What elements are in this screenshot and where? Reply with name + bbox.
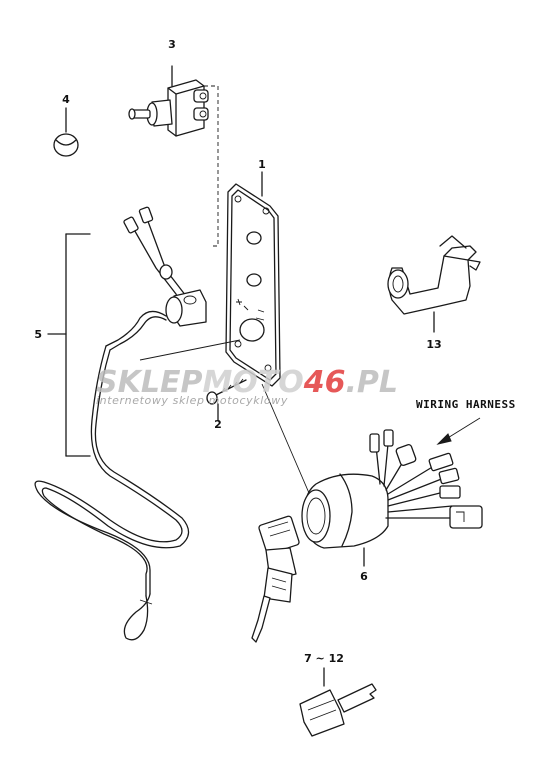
- callout-5: 5: [34, 328, 42, 341]
- wiring-harness-label: WIRING HARNESS: [416, 398, 516, 411]
- callout-1: 1: [258, 158, 266, 171]
- ignition-key-part: [299, 667, 377, 737]
- install-guide-line: [204, 85, 219, 247]
- callout-2: 2: [214, 418, 222, 431]
- watermark: SKLEPMOTO46.PL internetowy sklep motocyk…: [96, 365, 398, 407]
- ignition-switch-part: [139, 339, 483, 643]
- callout-7-12: 7 ~ 12: [304, 652, 344, 665]
- cable-lanyard-part: [34, 206, 207, 641]
- callout-4: 4: [62, 93, 70, 106]
- assembly-guide-line: [139, 339, 241, 361]
- watermark-tagline: internetowy sklep motocyklowy: [96, 394, 288, 407]
- toggle-switch-part: [128, 65, 209, 137]
- switch-panel-plate-part: [225, 171, 281, 387]
- wiring-harness-arrowhead: [436, 433, 452, 445]
- rubber-cap-part: [53, 107, 79, 157]
- mounting-bracket-part: [387, 235, 481, 333]
- callout-13: 13: [426, 338, 441, 351]
- screw-part: [206, 378, 247, 421]
- callout-6: 6: [360, 570, 368, 583]
- callout-3: 3: [168, 38, 176, 51]
- watermark-brand: SKLEPMOTO46.PL: [96, 365, 398, 400]
